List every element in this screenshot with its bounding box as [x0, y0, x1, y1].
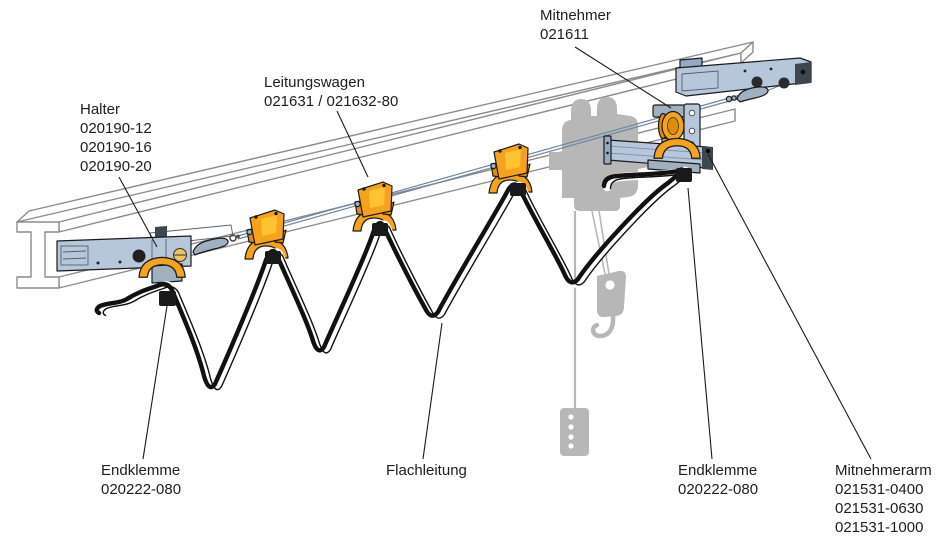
ghost-hook-block: [590, 270, 626, 339]
label-endklemme-left-code: 020222-080: [101, 481, 182, 498]
halter-clamp-right: [675, 57, 812, 103]
leader-mitnehmer: [574, 46, 672, 109]
label-endklemme-left: Endklemme 020222-080: [101, 461, 181, 499]
wire-tensioner-lever-left: [192, 237, 229, 256]
leader-flachleitung: [422, 322, 443, 460]
ghost-pendant-control: [560, 408, 589, 456]
label-leitungswagen-title: Leitungswagen: [264, 74, 365, 91]
label-halter: Halter 020190-12 020190-16 020190-20: [80, 100, 152, 176]
cable-clamps: [159, 168, 692, 306]
wire-tensioner-lever-right: [736, 86, 769, 103]
leader-lines: [118, 46, 872, 460]
label-halter-code-2: 020190-16: [80, 139, 152, 156]
label-mitnehmerarm-code-2: 021531-0630: [835, 500, 924, 517]
leader-endklemme-left: [142, 305, 168, 460]
label-leitungswagen: Leitungswagen 021631 / 021632-80: [264, 73, 398, 111]
label-endklemme-left-title: Endklemme: [101, 462, 181, 479]
leader-halter: [118, 176, 158, 248]
label-leitungswagen-code: 021631 / 021632-80: [264, 93, 399, 110]
label-mitnehmerarm-title: Mitnehmerarm: [835, 462, 932, 479]
label-mitnehmerarm: Mitnehmerarm 021531-0400 021531-0630 021…: [835, 461, 932, 537]
leader-endklemme-right: [687, 187, 713, 460]
label-halter-code-1: 020190-12: [80, 120, 152, 137]
label-mitnehmer-title: Mitnehmer: [540, 7, 611, 24]
label-halter-code-3: 020190-20: [80, 158, 152, 175]
label-flachleitung-title: Flachleitung: [386, 462, 467, 479]
label-mitnehmerarm-code-1: 021531-0400: [835, 481, 924, 498]
label-mitnehmer-code: 021611: [540, 26, 589, 43]
label-endklemme-right-code: 020222-080: [678, 481, 759, 498]
label-mitnehmerarm-code-3: 021531-1000: [835, 519, 924, 536]
leader-leitungswagen: [336, 110, 369, 178]
leader-mitnehmerarm: [707, 153, 872, 460]
label-endklemme-right-title: Endklemme: [678, 462, 758, 479]
label-halter-title: Halter: [80, 101, 121, 118]
label-endklemme-right: Endklemme 020222-080: [678, 461, 758, 499]
label-mitnehmer: Mitnehmer 021611: [540, 6, 611, 44]
label-flachleitung: Flachleitung: [386, 461, 467, 480]
